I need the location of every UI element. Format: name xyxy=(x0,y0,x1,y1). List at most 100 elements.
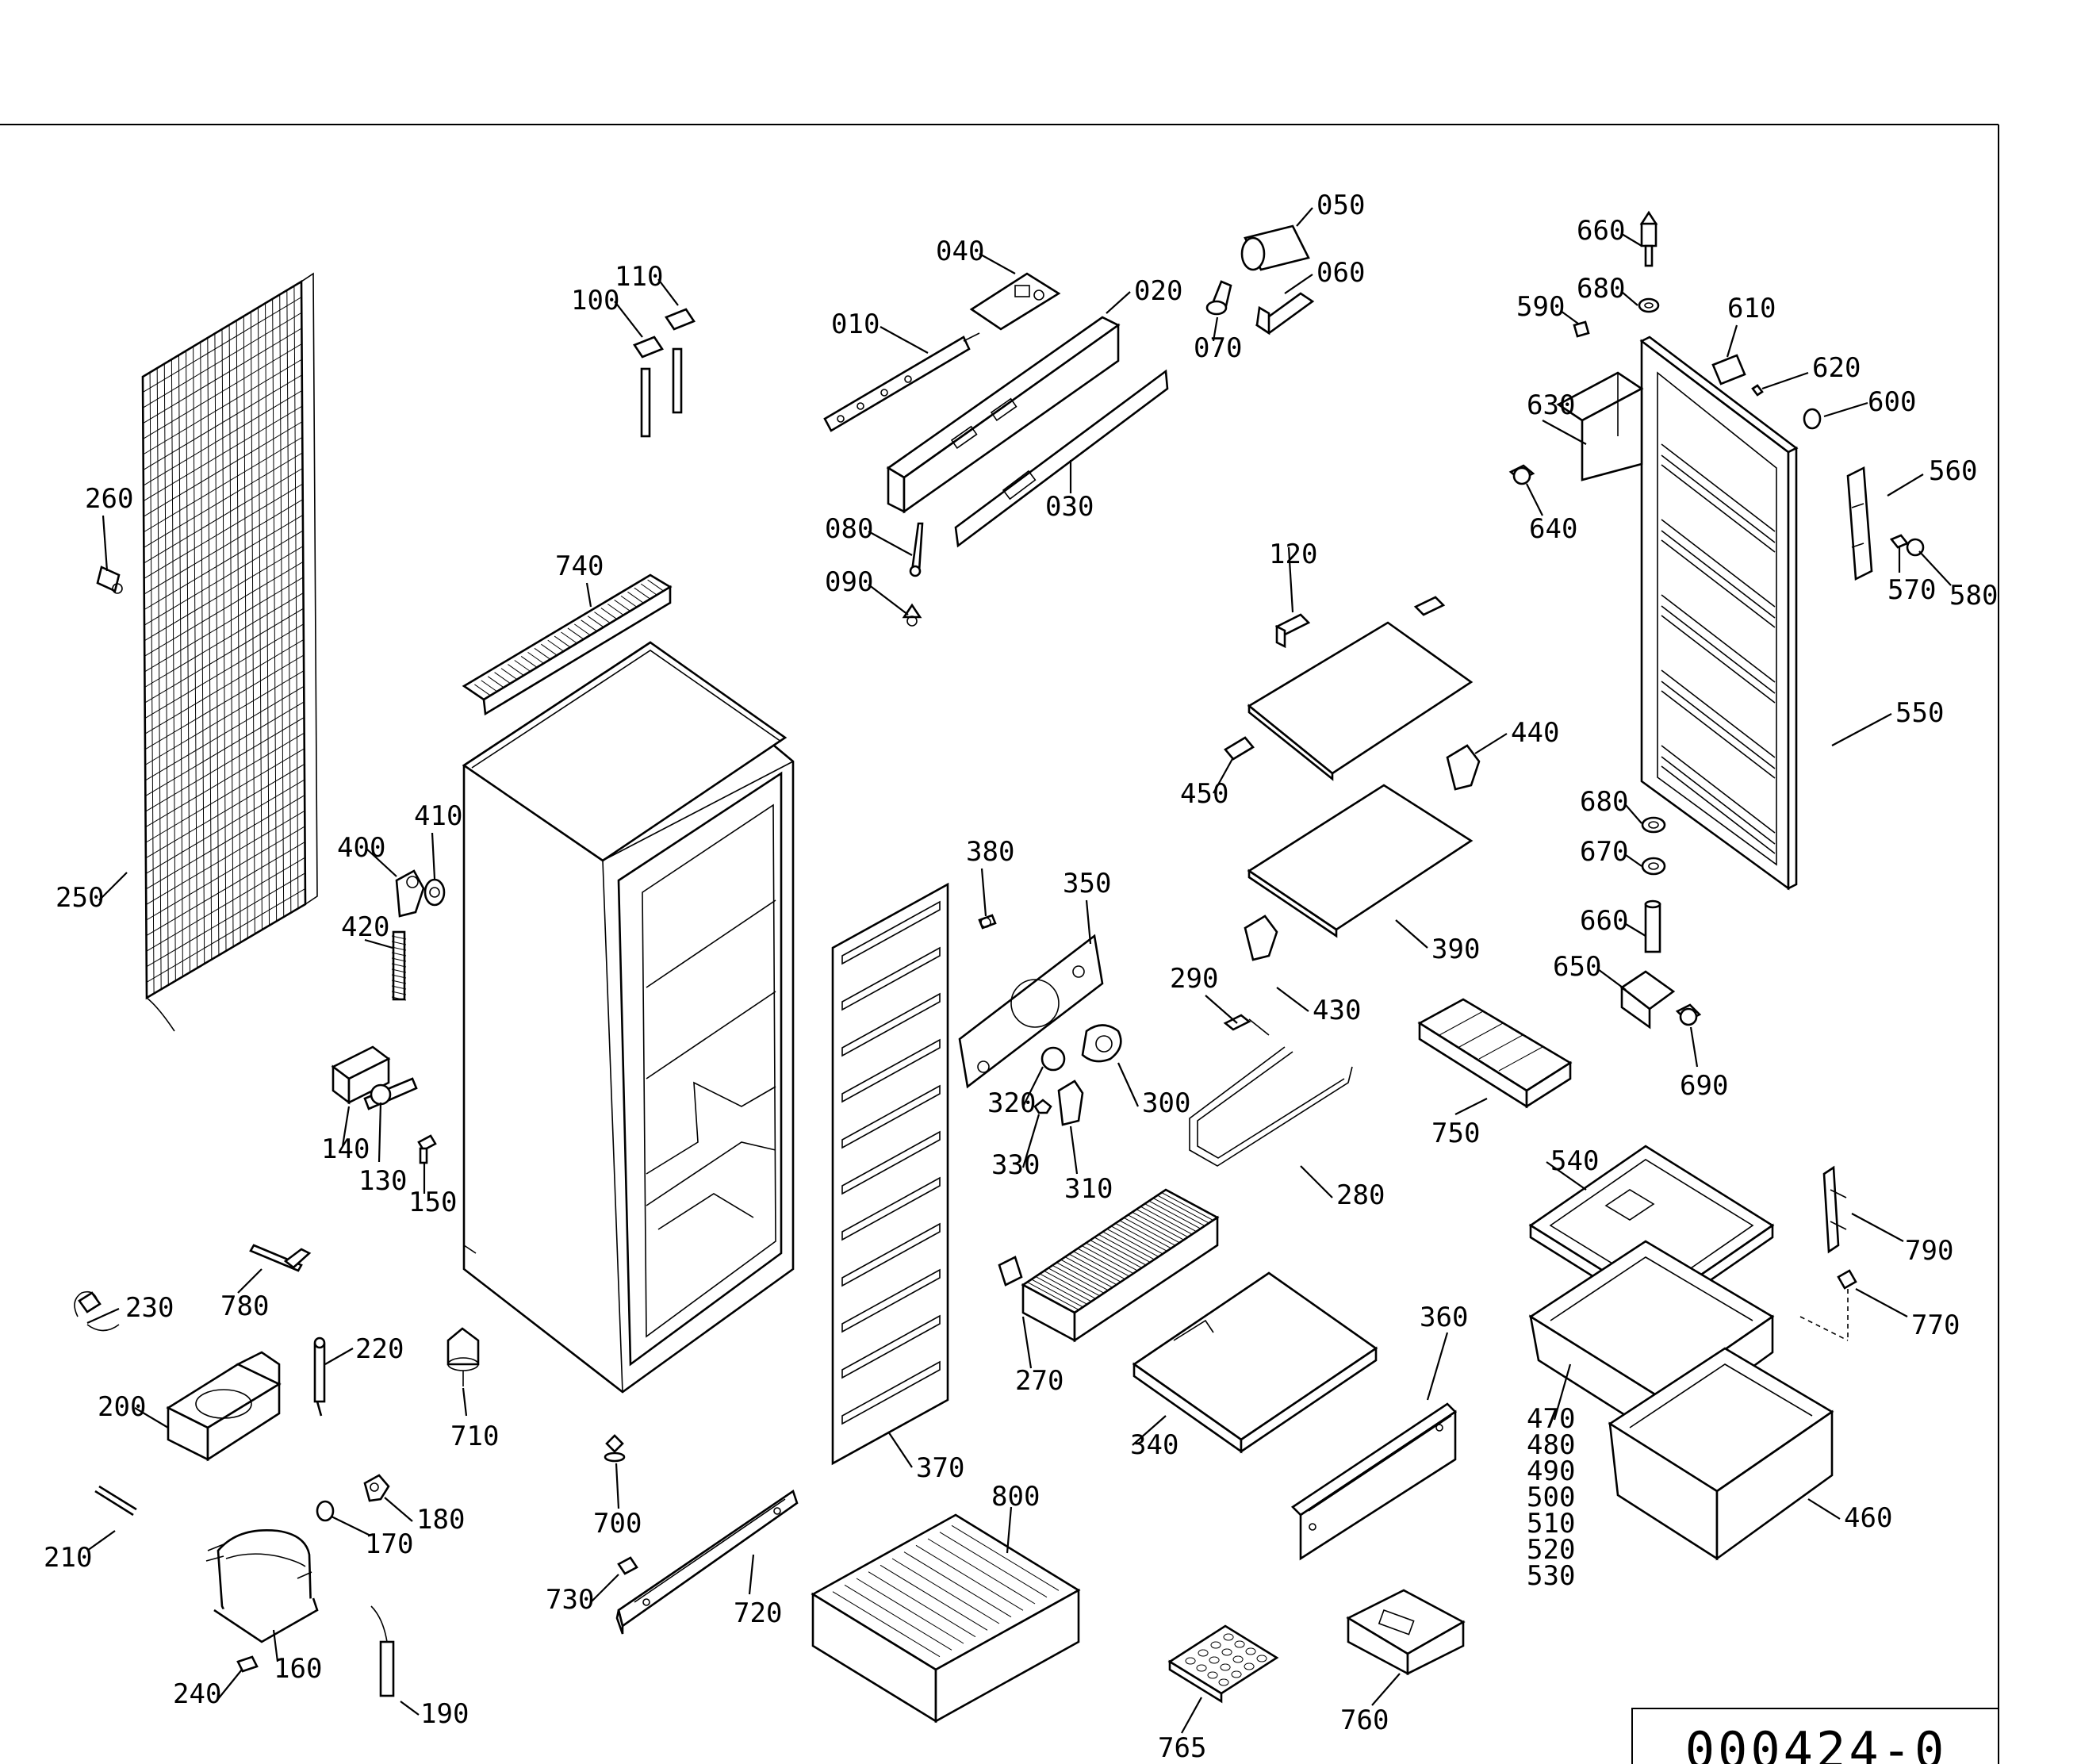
leader-line xyxy=(980,868,987,917)
part-label: 470 xyxy=(1527,1403,1575,1435)
part-label: 680 xyxy=(1577,273,1625,305)
part-label: 700 xyxy=(593,1508,642,1540)
part-label: 210 xyxy=(44,1542,92,1574)
leader-line xyxy=(614,301,643,338)
part-label: 110 xyxy=(615,261,663,293)
leader-line xyxy=(217,1669,243,1700)
leader-line xyxy=(1553,1363,1572,1421)
part-label: 010 xyxy=(831,309,880,340)
leader-line xyxy=(1546,1161,1587,1191)
part-label: 130 xyxy=(358,1165,407,1197)
part-label: 150 xyxy=(408,1187,457,1218)
part-label: 120 xyxy=(1269,539,1317,570)
part-label: 630 xyxy=(1527,389,1575,421)
part-label: 280 xyxy=(1336,1179,1385,1211)
part-label: 350 xyxy=(1063,868,1111,899)
egg-tray xyxy=(1417,998,1573,1109)
part-label: 260 xyxy=(85,483,133,515)
part-label: 490 xyxy=(1527,1455,1575,1487)
part-label: 765 xyxy=(1158,1732,1206,1764)
part-label: 410 xyxy=(414,800,462,832)
compressor xyxy=(205,1529,319,1643)
clip-part xyxy=(96,566,123,594)
part-label: 030 xyxy=(1045,491,1094,523)
leader-line xyxy=(1085,899,1092,945)
part-label: 530 xyxy=(1527,1560,1575,1592)
part-label: 720 xyxy=(734,1597,782,1629)
part-label: 070 xyxy=(1194,332,1242,364)
drip-tray xyxy=(1132,1271,1378,1454)
leader-line xyxy=(400,1701,420,1716)
part-label: 520 xyxy=(1527,1534,1575,1566)
drawing-frame xyxy=(0,124,1999,1764)
leader-line xyxy=(366,848,397,877)
bottom-cover xyxy=(1290,1402,1458,1561)
part-label: 140 xyxy=(321,1133,370,1165)
leader-line xyxy=(887,1431,913,1468)
part-label: 160 xyxy=(274,1653,322,1685)
leader-line xyxy=(657,278,679,306)
leader-line xyxy=(1621,233,1642,247)
part-label: 660 xyxy=(1577,215,1625,247)
leader-line xyxy=(1284,274,1313,294)
lamp-group xyxy=(1205,224,1315,336)
heater xyxy=(1189,1014,1353,1167)
leader-line xyxy=(1117,1062,1140,1107)
control-panel-group xyxy=(823,272,1169,627)
screw-380 xyxy=(978,914,997,930)
leader-line xyxy=(1021,1114,1040,1168)
part-label: 480 xyxy=(1527,1429,1575,1461)
leader-line xyxy=(1006,1506,1013,1554)
part-label: 550 xyxy=(1895,697,1944,729)
ice-box xyxy=(1346,1589,1466,1676)
door xyxy=(1639,336,1799,891)
leader-line xyxy=(237,1268,263,1294)
part-label: 340 xyxy=(1130,1429,1178,1461)
part-label: 430 xyxy=(1313,995,1361,1026)
glass-shelf-lower xyxy=(1247,784,1474,938)
leader-line xyxy=(134,1407,169,1428)
part-label: 060 xyxy=(1316,257,1365,289)
part-label: 800 xyxy=(991,1481,1040,1513)
ice-cube-tray xyxy=(1167,1624,1279,1704)
part-label: 360 xyxy=(1420,1302,1468,1333)
condenser-grid xyxy=(141,272,318,1032)
part-label: 270 xyxy=(1015,1365,1063,1397)
leader-line xyxy=(1474,733,1508,754)
leader-line xyxy=(1106,291,1131,314)
cabinet xyxy=(462,641,795,1394)
leader-line xyxy=(1887,474,1924,497)
leader-line xyxy=(880,326,929,354)
crisper-drawer-lower xyxy=(1608,1347,1834,1561)
leader-line xyxy=(1181,1697,1202,1734)
part-label: 420 xyxy=(341,911,389,943)
bracket-part xyxy=(249,1244,312,1272)
leader-line xyxy=(1625,923,1646,937)
part-label: 690 xyxy=(1680,1070,1728,1102)
leader-line xyxy=(1300,1165,1333,1198)
part-label: 320 xyxy=(987,1087,1036,1119)
leader-line xyxy=(1426,1332,1449,1401)
part-label: 730 xyxy=(546,1584,594,1616)
bottom-grille-box xyxy=(811,1513,1081,1724)
leader-line xyxy=(1021,1316,1033,1369)
leader-line xyxy=(1296,207,1313,227)
part-label: 460 xyxy=(1844,1502,1892,1534)
glass-shelf-upper xyxy=(1247,621,1474,781)
door-top-parts xyxy=(1508,320,1822,485)
part-label: 620 xyxy=(1812,352,1861,384)
leader-line xyxy=(1022,1066,1044,1107)
part-label: 440 xyxy=(1511,717,1559,749)
hinge-pins xyxy=(633,308,696,438)
leader-line xyxy=(324,1348,354,1365)
compressor-tray xyxy=(166,1351,282,1462)
leader-line xyxy=(1560,310,1579,324)
leader-line xyxy=(377,1102,382,1163)
leader-line xyxy=(1689,1026,1699,1068)
upper-hinge-pin xyxy=(1638,210,1660,313)
leader-line xyxy=(1823,401,1868,418)
thermostat-knob xyxy=(446,1327,480,1386)
part-label: 750 xyxy=(1431,1118,1480,1149)
part-label: 600 xyxy=(1868,386,1916,418)
part-label: 290 xyxy=(1170,963,1218,995)
